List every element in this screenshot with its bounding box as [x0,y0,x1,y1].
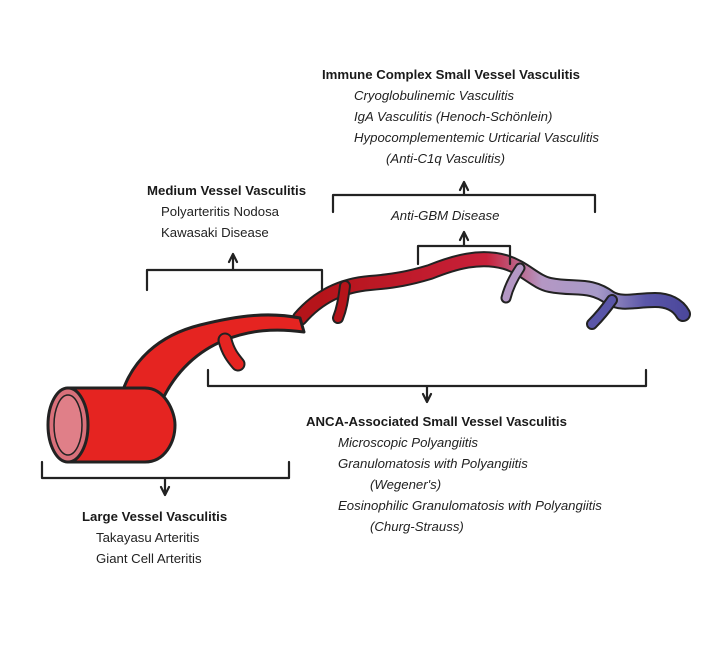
anca-item: (Churg-Strauss) [370,519,464,534]
medium-vessel-item: Polyarteritis Nodosa [161,204,280,219]
anca-group: ANCA-Associated Small Vessel Vasculitis … [306,411,602,537]
bracket-anti-gbm [416,230,512,266]
immune-complex-heading: Immune Complex Small Vessel Vasculitis [322,67,581,82]
medium-vessel-item: Kawasaki Disease [161,225,269,240]
immune-complex-item: Hypocomplementemic Urticarial Vasculitis [354,130,600,145]
large-vessel-group: Large Vessel Vasculitis Takayasu Arterit… [82,506,227,569]
large-vessel-item: Giant Cell Arteritis [96,551,202,566]
immune-complex-group: Immune Complex Small Vessel Vasculitis C… [322,64,599,169]
bracket-large-vessel [40,460,291,497]
anca-item: Granulomatosis with Polyangiitis [338,456,528,471]
small-vessel [292,251,691,330]
bracket-anca [206,368,648,404]
bracket-immune-complex [331,180,597,214]
bracket-medium-vessel [145,252,324,292]
medium-vessel-heading: Medium Vessel Vasculitis [147,183,307,198]
large-vessel-item: Takayasu Arteritis [96,530,200,545]
medium-artery [118,313,306,407]
immune-complex-item: IgA Vasculitis (Henoch-Schönlein) [354,109,553,124]
large-vessel-heading: Large Vessel Vasculitis [82,509,228,524]
immune-complex-item: (Anti-C1q Vasculitis) [386,151,505,166]
anca-item: (Wegener's) [370,477,442,492]
anca-heading: ANCA-Associated Small Vessel Vasculitis [306,414,567,429]
anca-item: Eosinophilic Granulomatosis with Polyang… [338,498,602,513]
anca-item: Microscopic Polyangiitis [338,435,478,450]
large-artery [46,386,177,464]
medium-vessel-group: Medium Vessel Vasculitis Polyarteritis N… [147,180,306,243]
anti-gbm-label: Anti-GBM Disease [391,208,500,223]
immune-complex-item: Cryoglobulinemic Vasculitis [354,88,515,103]
